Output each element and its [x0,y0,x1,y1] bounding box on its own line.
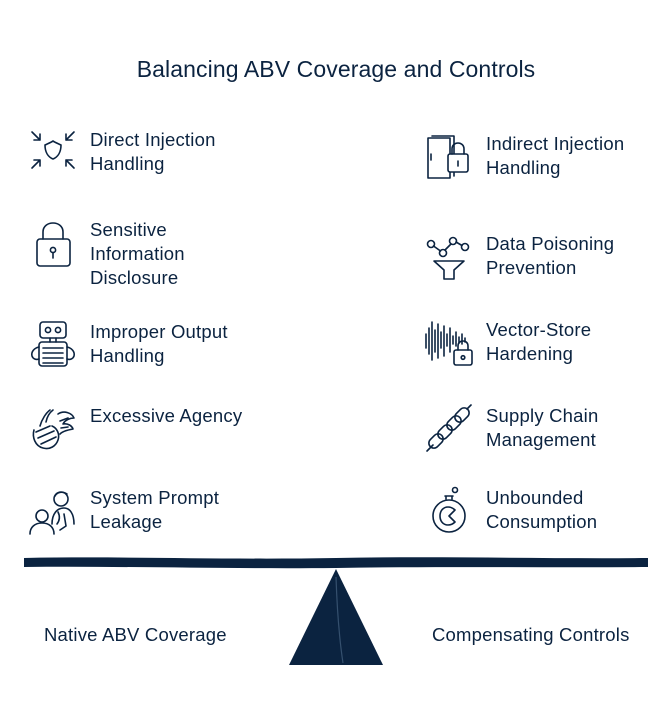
winged-hand-icon [28,404,78,454]
right-item-supply-chain: Supply Chain Management [424,404,626,454]
person-whisper-icon [28,486,78,536]
right-item-vector-store: Vector-Store Hardening [424,318,626,368]
stopwatch-icon [424,486,474,536]
balance-beam [24,555,648,571]
waveform-lock-icon [424,318,474,368]
diagram-title: Balancing ABV Coverage and Controls [136,56,536,82]
right-item-label: Unbounded Consumption [486,487,598,532]
fulcrum-triangle [287,567,385,667]
left-item-improper-output: Improper Output Handling [28,320,260,370]
left-item-label: Improper Output Handling [90,321,228,366]
right-item-label: Data Poisoning Prevention [486,233,615,278]
left-item-label: Excessive Agency [90,405,243,426]
right-item-label: Indirect Injection Handling [486,133,625,178]
robot-icon [28,320,78,370]
right-item-label: Vector-Store Hardening [486,319,592,364]
left-item-system-prompt: System Prompt Leakage [28,486,260,536]
compensating-controls-label: Compensating Controls [432,624,630,645]
right-item-data-poisoning: Data Poisoning Prevention [424,232,626,282]
padlock-icon [28,218,78,268]
left-item-sensitive-information: Sensitive Information Disclosure [28,218,260,290]
left-item-excessive-agency: Excessive Agency [28,404,260,454]
network-funnel-icon [424,232,474,282]
left-item-direct-injection: Direct Injection Handling [28,128,260,178]
left-item-label: Direct Injection Handling [90,129,216,174]
chain-link-icon [424,404,474,454]
shield-arrows-icon [28,128,78,178]
left-item-label: System Prompt Leakage [90,487,220,532]
right-item-label: Supply Chain Management [486,405,599,450]
door-lock-icon [424,132,474,182]
native-coverage-label: Native ABV Coverage [44,624,227,645]
right-item-indirect-injection: Indirect Injection Handling [424,132,626,182]
left-item-label: Sensitive Information Disclosure [90,219,185,288]
right-item-unbounded-consumption: Unbounded Consumption [424,486,626,536]
